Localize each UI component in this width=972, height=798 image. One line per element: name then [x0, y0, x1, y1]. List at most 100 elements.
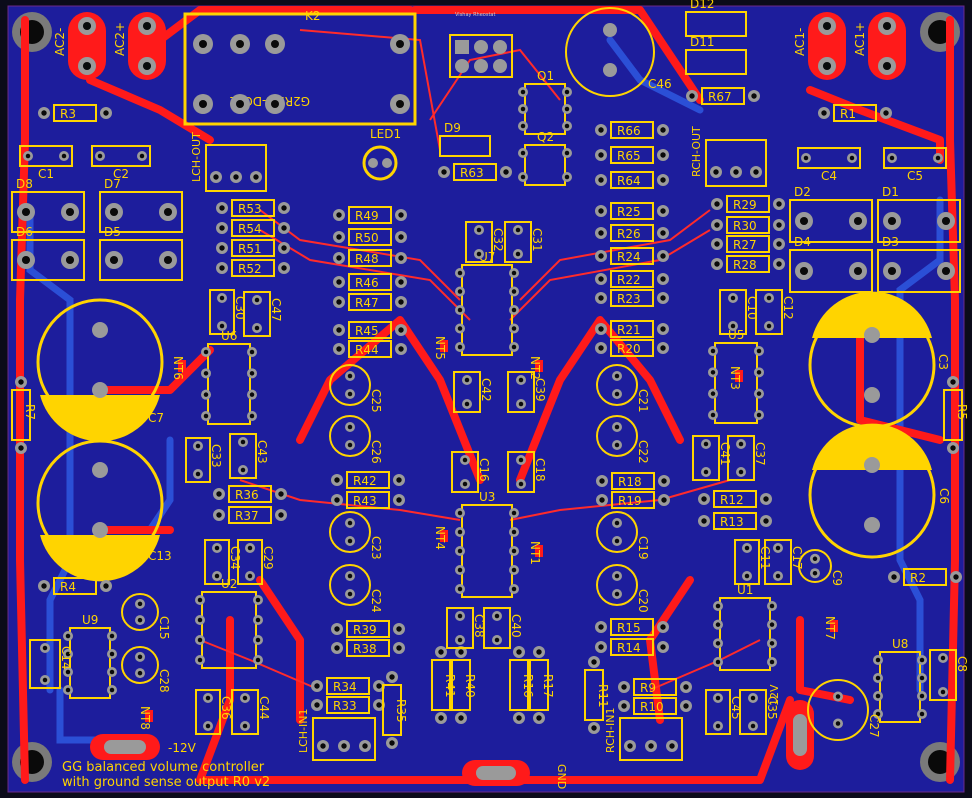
svg-text:C4: C4 [821, 169, 837, 183]
svg-text:RCH-OUT: RCH-OUT [690, 126, 703, 177]
svg-text:C26: C26 [369, 440, 383, 464]
svg-text:R64: R64 [617, 174, 641, 188]
capacitor-c31: C31 [504, 221, 544, 263]
svg-text:C17: C17 [790, 546, 804, 570]
svg-text:R20: R20 [617, 342, 641, 356]
resistor-r66: R66 [595, 121, 669, 139]
ic-q1: Q1 [518, 69, 572, 135]
plus12v-label: 12V [768, 684, 781, 706]
connector-ac2-: AC2- [53, 12, 106, 80]
svg-text:NT8: NT8 [138, 706, 152, 730]
resistor-r24: R24 [595, 247, 669, 265]
power-traces [16, 6, 959, 784]
connector-ac1-: AC1- [793, 12, 846, 80]
resistor-r23: R23 [595, 289, 669, 307]
nettie-nt3: NT3 [728, 366, 743, 390]
resistor-r40: R40 [451, 646, 477, 724]
resistor-r52: R52 [216, 259, 290, 277]
capacitor-c11: C11 [734, 539, 772, 585]
svg-text:R37: R37 [235, 509, 259, 523]
resistor-r20: R20 [595, 339, 669, 357]
resistor-r42: R42 [331, 471, 405, 489]
capacitor-c36: C36 [195, 689, 233, 735]
svg-text:C1: C1 [38, 167, 54, 181]
svg-text:AC2+: AC2+ [113, 22, 127, 56]
svg-text:C41: C41 [718, 442, 732, 466]
svg-text:R53: R53 [238, 202, 262, 216]
svg-text:U9: U9 [82, 613, 98, 627]
large-capacitors: C7 C13 C3 C6 C46 [36, 7, 951, 582]
resistor-r10: R10 [618, 697, 692, 715]
nettie-nt7: NT7 [823, 616, 838, 640]
resistor-r15: R15 [595, 618, 669, 636]
svg-text:D6: D6 [16, 225, 33, 239]
nettie-nt4: NT4 [433, 526, 448, 550]
capacitor-c8: C8 [929, 649, 969, 701]
svg-text:R18: R18 [618, 475, 642, 489]
svg-text:RCH-IN1: RCH-IN1 [604, 708, 617, 754]
svg-text:R63: R63 [460, 166, 484, 180]
diode-d11: D11 [685, 35, 747, 75]
svg-text:D9: D9 [444, 121, 461, 135]
svg-text:D4: D4 [794, 235, 811, 249]
svg-text:C18: C18 [533, 458, 547, 482]
capacitor-c21: C21 [596, 364, 650, 413]
capacitor-c14: C14 [29, 639, 73, 689]
svg-text:R24: R24 [617, 250, 641, 264]
nettie-nt2: NT2 [528, 356, 543, 380]
svg-text:R49: R49 [355, 209, 379, 223]
resistor-r21: R21 [595, 320, 669, 338]
svg-text:C16: C16 [477, 458, 491, 482]
svg-text:LCH-OUT: LCH-OUT [190, 132, 203, 182]
svg-text:C46: C46 [648, 77, 672, 91]
svg-text:R42: R42 [353, 474, 377, 488]
svg-text:C2: C2 [113, 167, 129, 181]
ic-u1: U1 [713, 583, 777, 671]
svg-text:C8: C8 [955, 656, 969, 672]
svg-text:R13: R13 [720, 515, 744, 529]
resistor-r22: R22 [595, 270, 669, 288]
ic-u2: U2 [195, 577, 263, 669]
svg-text:NT7: NT7 [823, 616, 837, 640]
svg-text:R33: R33 [333, 699, 357, 713]
svg-text:C32: C32 [491, 228, 505, 252]
resistor-r18: R18 [596, 472, 670, 490]
resistor-r25: R25 [595, 202, 669, 220]
capacitor-c26: C26 [329, 415, 383, 464]
svg-text:C38: C38 [472, 614, 486, 638]
diode-d4: D4 [789, 235, 873, 293]
resistor-r54: R54 [216, 219, 290, 237]
svg-text:R28: R28 [733, 258, 757, 272]
led1 [362, 145, 398, 181]
resistor-r41: R41 [431, 646, 457, 724]
capacitor-c27: C27 [807, 679, 881, 741]
label-led1: LED1 [370, 127, 401, 141]
svg-text:C36: C36 [219, 696, 233, 720]
capacitor-c24: C24 [329, 564, 383, 613]
svg-text:R29: R29 [733, 198, 757, 212]
svg-text:R22: R22 [617, 273, 641, 287]
svg-text:R65: R65 [617, 149, 641, 163]
svg-text:AC2-: AC2- [53, 28, 67, 56]
svg-text:D5: D5 [104, 225, 121, 239]
capacitor-c25: C25 [329, 364, 383, 413]
resistor-r26: R26 [595, 224, 669, 242]
svg-text:R17: R17 [541, 674, 555, 698]
capacitor-c34: C34 [204, 539, 242, 585]
connector-rch-out: RCH-OUT [690, 126, 767, 187]
svg-text:C19: C19 [636, 536, 650, 560]
gnd-label: GND [555, 764, 568, 789]
svg-text:NT5: NT5 [433, 336, 447, 360]
svg-text:C7: C7 [148, 411, 164, 425]
gnd-pad: GND [462, 760, 568, 789]
resistor-r39: R39 [331, 620, 405, 638]
capacitor-c16: C16 [451, 451, 491, 493]
svg-text:NT6: NT6 [171, 356, 185, 380]
svg-text:C31: C31 [530, 228, 544, 252]
diode-d12: D12 [685, 0, 747, 37]
resistor-r45: R45 [333, 321, 407, 339]
svg-text:R7: R7 [23, 404, 37, 420]
svg-text:C44: C44 [257, 696, 271, 720]
board-title-line1: GG balanced volume controller [62, 760, 265, 775]
